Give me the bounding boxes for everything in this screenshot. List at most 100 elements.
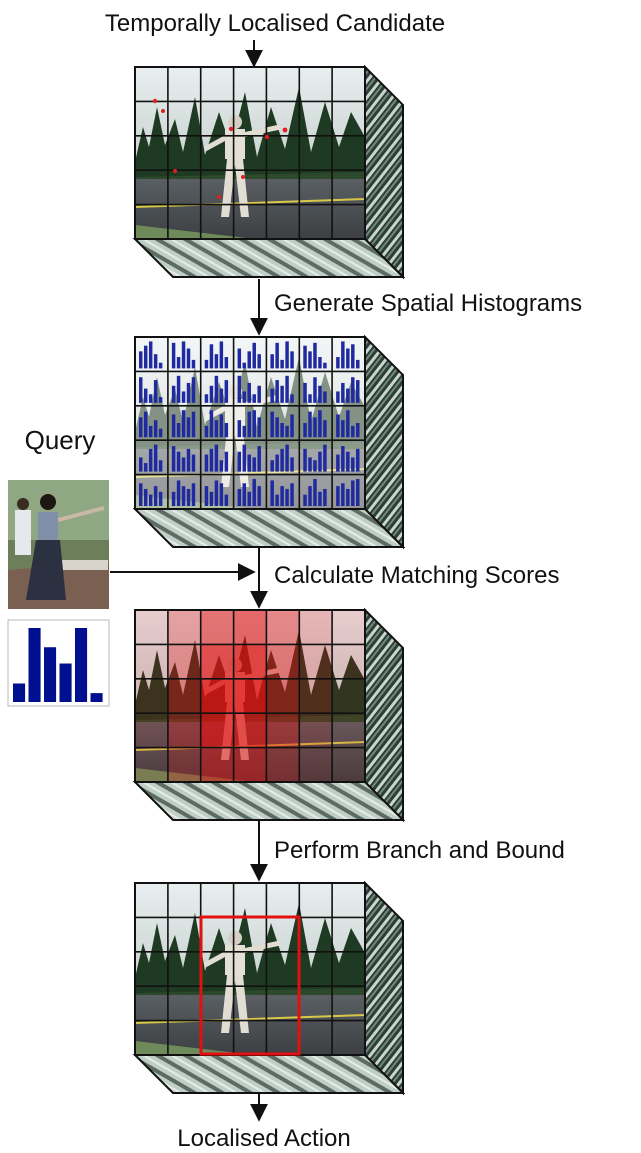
cell-histogram-bar — [303, 382, 307, 403]
cell-histogram-bar — [346, 488, 350, 506]
matching-score-cell — [167, 610, 201, 645]
volume-bottom-face — [132, 1054, 406, 1094]
frame-grid — [134, 66, 366, 240]
cell-histogram-bar — [176, 357, 181, 369]
query-histogram-bar — [59, 663, 72, 702]
cell-histogram-bar — [257, 417, 261, 438]
cell-histogram-bar — [204, 394, 209, 403]
cell-histogram-bar — [285, 444, 289, 472]
cell-histogram-bar — [181, 410, 186, 438]
cell-histogram-bar — [351, 457, 355, 472]
cell-histogram-bar — [191, 359, 196, 369]
cell-histogram-bar — [214, 420, 219, 438]
cell-histogram-bar — [341, 382, 345, 403]
cell-histogram-bar — [139, 483, 143, 506]
cell-histogram-bar — [224, 357, 229, 369]
cell-histogram-bar — [308, 457, 312, 472]
cell-histogram-bar — [242, 391, 247, 403]
frame-grid — [134, 609, 366, 783]
cell-histogram-bar — [285, 425, 289, 438]
cell-histogram-bar — [280, 486, 284, 506]
matching-score-cell — [332, 610, 365, 645]
cell-histogram-bar — [153, 420, 158, 438]
cell-histogram-bar — [303, 448, 307, 472]
cell-histogram-bar — [139, 377, 143, 403]
cell-histogram-bar — [341, 446, 345, 472]
matching-score-cell — [332, 678, 365, 714]
cell-histogram-bar — [323, 391, 327, 403]
cell-histogram-bar — [181, 391, 186, 403]
cell-histogram-bar — [252, 394, 256, 403]
cell-histogram-bar — [308, 486, 312, 506]
cell-histogram-bar — [148, 341, 153, 369]
cell-histogram-bar — [186, 382, 191, 403]
cell-histogram-bar — [280, 359, 284, 369]
cell-histogram-bar — [181, 341, 186, 369]
cell-histogram-bar — [257, 486, 261, 506]
matching-score-cell — [299, 610, 333, 645]
query-histogram-bar — [28, 628, 41, 702]
cell-histogram-bar — [318, 385, 322, 403]
cell-histogram-bar — [181, 486, 186, 506]
cell-histogram-bar — [158, 491, 163, 506]
cell-histogram-bar — [242, 444, 247, 472]
matching-score-cell — [135, 747, 168, 782]
matching-score-cell — [266, 747, 300, 782]
cell-histogram-bar — [153, 444, 158, 472]
cell-histogram-bar — [275, 417, 279, 438]
cell-histogram-bar — [285, 375, 289, 403]
query-label: Query — [25, 425, 96, 455]
step-generate-histograms: Generate Spatial Histograms — [274, 290, 582, 317]
query-histogram-bar — [75, 628, 88, 702]
cell-histogram-bar — [143, 345, 148, 369]
cell-histogram-bar — [204, 454, 209, 472]
cell-histogram-bar — [356, 380, 360, 403]
cell-histogram-bar — [171, 491, 176, 506]
matching-score-cell — [233, 644, 267, 679]
matching-score-cell — [135, 678, 168, 714]
cell-histogram-bar — [308, 411, 312, 438]
cell-histogram-bar — [247, 454, 251, 472]
cell-histogram-bar — [176, 480, 181, 506]
cell-histogram-bar — [224, 451, 229, 472]
cell-histogram-bar — [171, 342, 176, 369]
cell-histogram-bar — [209, 491, 214, 506]
cell-histogram-bar — [308, 394, 312, 403]
cell-histogram-bar — [153, 486, 158, 506]
cell-histogram-bar — [237, 488, 242, 506]
matching-score-cell — [135, 713, 168, 748]
cell-histogram-bar — [270, 354, 274, 369]
matching-score-cell — [299, 747, 333, 782]
histogram-cells — [139, 341, 360, 506]
cell-histogram-bar — [270, 411, 274, 438]
cell-histogram-bar — [270, 480, 274, 506]
cell-histogram-bar — [275, 454, 279, 472]
cell-histogram-bar — [143, 388, 148, 403]
cell-histogram-bar — [280, 385, 284, 403]
cell-histogram-bar — [153, 354, 158, 369]
cell-histogram-bar — [275, 380, 279, 403]
cell-histogram-bar — [323, 420, 327, 438]
cell-histogram-bar — [280, 423, 284, 438]
cell-histogram-bar — [351, 480, 355, 506]
matching-score-cell — [200, 610, 234, 645]
matching-score-cell — [167, 747, 201, 782]
cell-histogram-bar — [290, 351, 294, 369]
cell-histogram-bar — [336, 486, 340, 506]
cell-histogram-bar — [148, 425, 153, 438]
cell-histogram-bar — [148, 448, 153, 472]
cell-histogram-bar — [158, 428, 163, 438]
cell-histogram-bar — [275, 342, 279, 369]
cell-histogram-bar — [323, 444, 327, 472]
cell-histogram-bar — [139, 417, 143, 438]
query-histogram-bar — [44, 647, 57, 702]
matching-score-cell — [200, 644, 234, 679]
cell-histogram-bar — [158, 397, 163, 403]
matching-score-cell — [332, 713, 365, 748]
cell-histogram-bar — [257, 446, 261, 472]
step-branch-bound: Perform Branch and Bound — [274, 837, 565, 864]
cell-histogram-bar — [148, 394, 153, 403]
step-calculate-matching: Calculate Matching Scores — [274, 562, 559, 589]
cell-histogram-bar — [219, 414, 224, 438]
